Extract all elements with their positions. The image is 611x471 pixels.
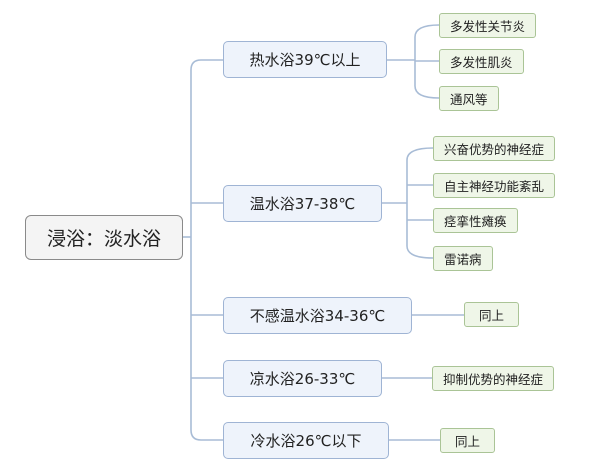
leaf-hot-1: 多发性关节炎 xyxy=(439,13,537,38)
branch-cold-bath: 冷水浴26℃以下 xyxy=(223,422,389,459)
branch-neutral-bath: 不感温水浴34-36℃ xyxy=(223,297,412,334)
leaf-warm-2: 自主神经功能紊乱 xyxy=(433,173,556,198)
branch-hot-bath: 热水浴39℃以上 xyxy=(223,41,387,78)
leaf-hot-2: 多发性肌炎 xyxy=(439,49,524,74)
leaf-warm-4: 雷诺病 xyxy=(433,246,493,271)
connector-trunk xyxy=(190,59,202,441)
leaf-neutral-1: 同上 xyxy=(464,302,520,327)
leaf-hot-3: 通风等 xyxy=(439,86,499,111)
branch-cool-bath: 凉水浴26-33℃ xyxy=(223,360,382,397)
leaf-warm-1: 兴奋优势的神经症 xyxy=(433,136,556,161)
leaf-warm-3: 痉挛性瘫痪 xyxy=(433,208,518,233)
connector-branch-2-leaves xyxy=(406,147,434,259)
leaf-cool-1: 抑制优势的神经症 xyxy=(432,366,555,391)
leaf-cold-1: 同上 xyxy=(440,428,496,453)
root-node: 浸浴：淡水浴 xyxy=(25,215,183,260)
branch-warm-bath: 温水浴37-38℃ xyxy=(223,185,382,222)
